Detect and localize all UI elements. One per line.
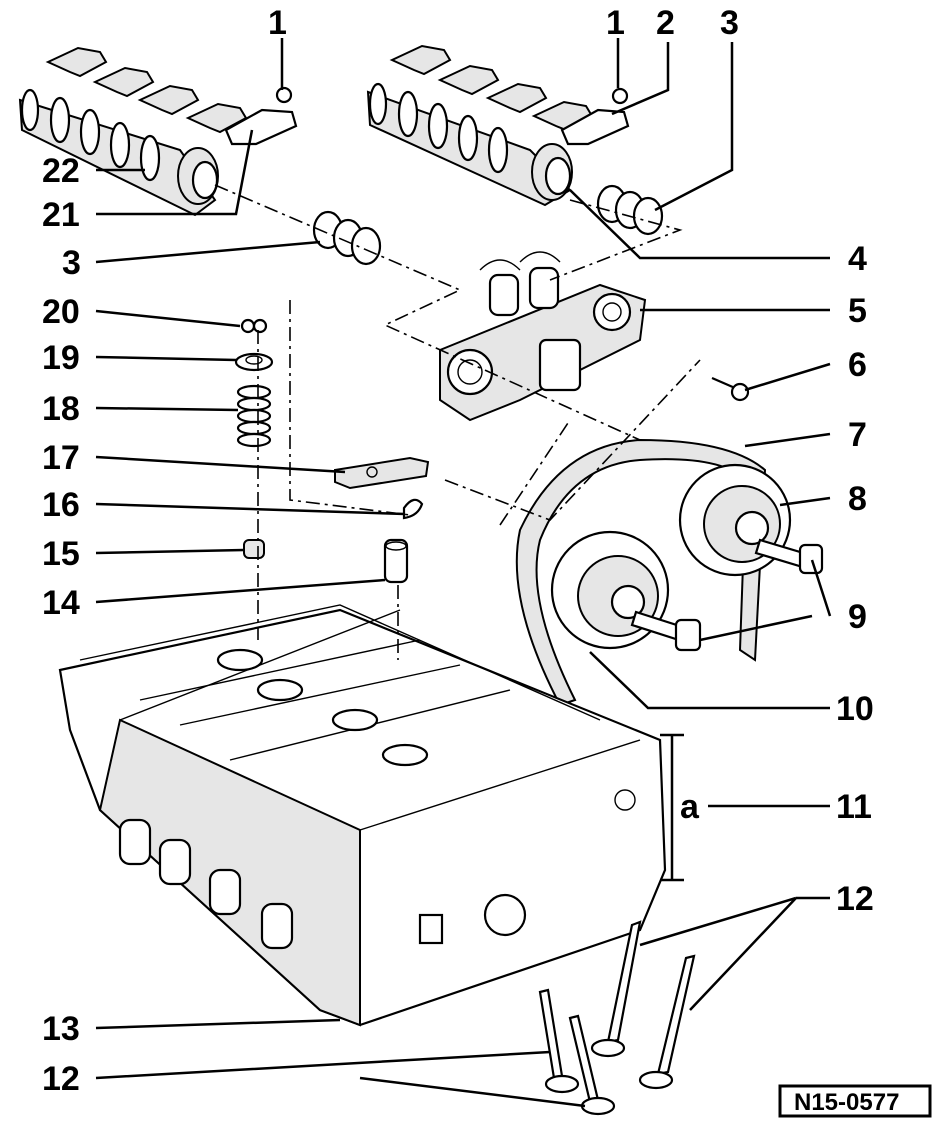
callout-18: 18 bbox=[42, 390, 80, 428]
roller-rocker-17 bbox=[334, 456, 430, 490]
bolt-6 bbox=[711, 376, 750, 402]
callout-10: 10 bbox=[836, 690, 874, 728]
callout-8: 8 bbox=[848, 480, 867, 518]
callout-1-left: 1 bbox=[268, 4, 287, 42]
bolts-9 bbox=[630, 538, 824, 652]
valve-collets-20 bbox=[240, 318, 268, 334]
callout-19: 19 bbox=[42, 339, 80, 377]
left-cam-followers bbox=[45, 46, 298, 146]
reference-code-box: N15-0577 bbox=[778, 1084, 932, 1118]
left-retainer-1 bbox=[275, 86, 293, 104]
callout-3-right: 3 bbox=[720, 4, 739, 42]
reference-code: N15-0577 bbox=[794, 1089, 899, 1116]
callout-14: 14 bbox=[42, 584, 80, 622]
right-roller-finger bbox=[560, 108, 630, 146]
valves-12 bbox=[538, 920, 696, 1116]
callout-17: 17 bbox=[42, 439, 80, 477]
right-callouts: 1 2 3 4 5 6 7 8 9 10 11 12 bbox=[606, 4, 874, 918]
callout-1-right: 1 bbox=[606, 4, 625, 42]
spring-retainer-19 bbox=[234, 352, 274, 372]
dimension-a: a bbox=[660, 733, 830, 882]
callout-12-right: 12 bbox=[836, 880, 874, 918]
right-cam-followers bbox=[389, 44, 630, 146]
callout-4: 4 bbox=[848, 240, 867, 278]
valve-spring-18 bbox=[236, 384, 272, 448]
callout-16: 16 bbox=[42, 486, 80, 524]
left-callouts: 1 22 21 3 20 19 18 17 16 15 14 13 12 bbox=[42, 4, 287, 1098]
left-roller-finger bbox=[224, 108, 298, 146]
head-marking bbox=[418, 913, 444, 945]
cylinder-head-13 bbox=[58, 604, 667, 1027]
right-camshaft bbox=[366, 82, 573, 207]
callout-12-left: 12 bbox=[42, 1060, 80, 1098]
dimension-label: a bbox=[680, 788, 700, 826]
callout-21: 21 bbox=[42, 196, 80, 234]
callout-6: 6 bbox=[848, 346, 867, 384]
camshaft-adjuster-housing bbox=[439, 251, 647, 422]
callout-7: 7 bbox=[848, 416, 867, 454]
callout-15: 15 bbox=[42, 535, 80, 573]
callout-13: 13 bbox=[42, 1010, 80, 1048]
valve-stem-seal-15 bbox=[243, 539, 265, 559]
callout-2: 2 bbox=[656, 4, 675, 42]
left-camshaft bbox=[18, 88, 219, 217]
right-seal-rings bbox=[596, 184, 664, 236]
callout-22: 22 bbox=[42, 152, 80, 190]
callout-5: 5 bbox=[848, 292, 867, 330]
assembly-axes bbox=[214, 184, 701, 660]
callout-3-left: 3 bbox=[62, 244, 81, 282]
callout-9: 9 bbox=[848, 598, 867, 636]
leader-lines bbox=[95, 38, 832, 1108]
hydraulic-element-14 bbox=[383, 538, 409, 584]
clip-16 bbox=[402, 498, 424, 520]
left-seal-rings bbox=[312, 210, 382, 266]
right-retainer-1 bbox=[611, 87, 629, 105]
callout-11: 11 bbox=[836, 788, 872, 826]
callout-20: 20 bbox=[42, 293, 80, 331]
